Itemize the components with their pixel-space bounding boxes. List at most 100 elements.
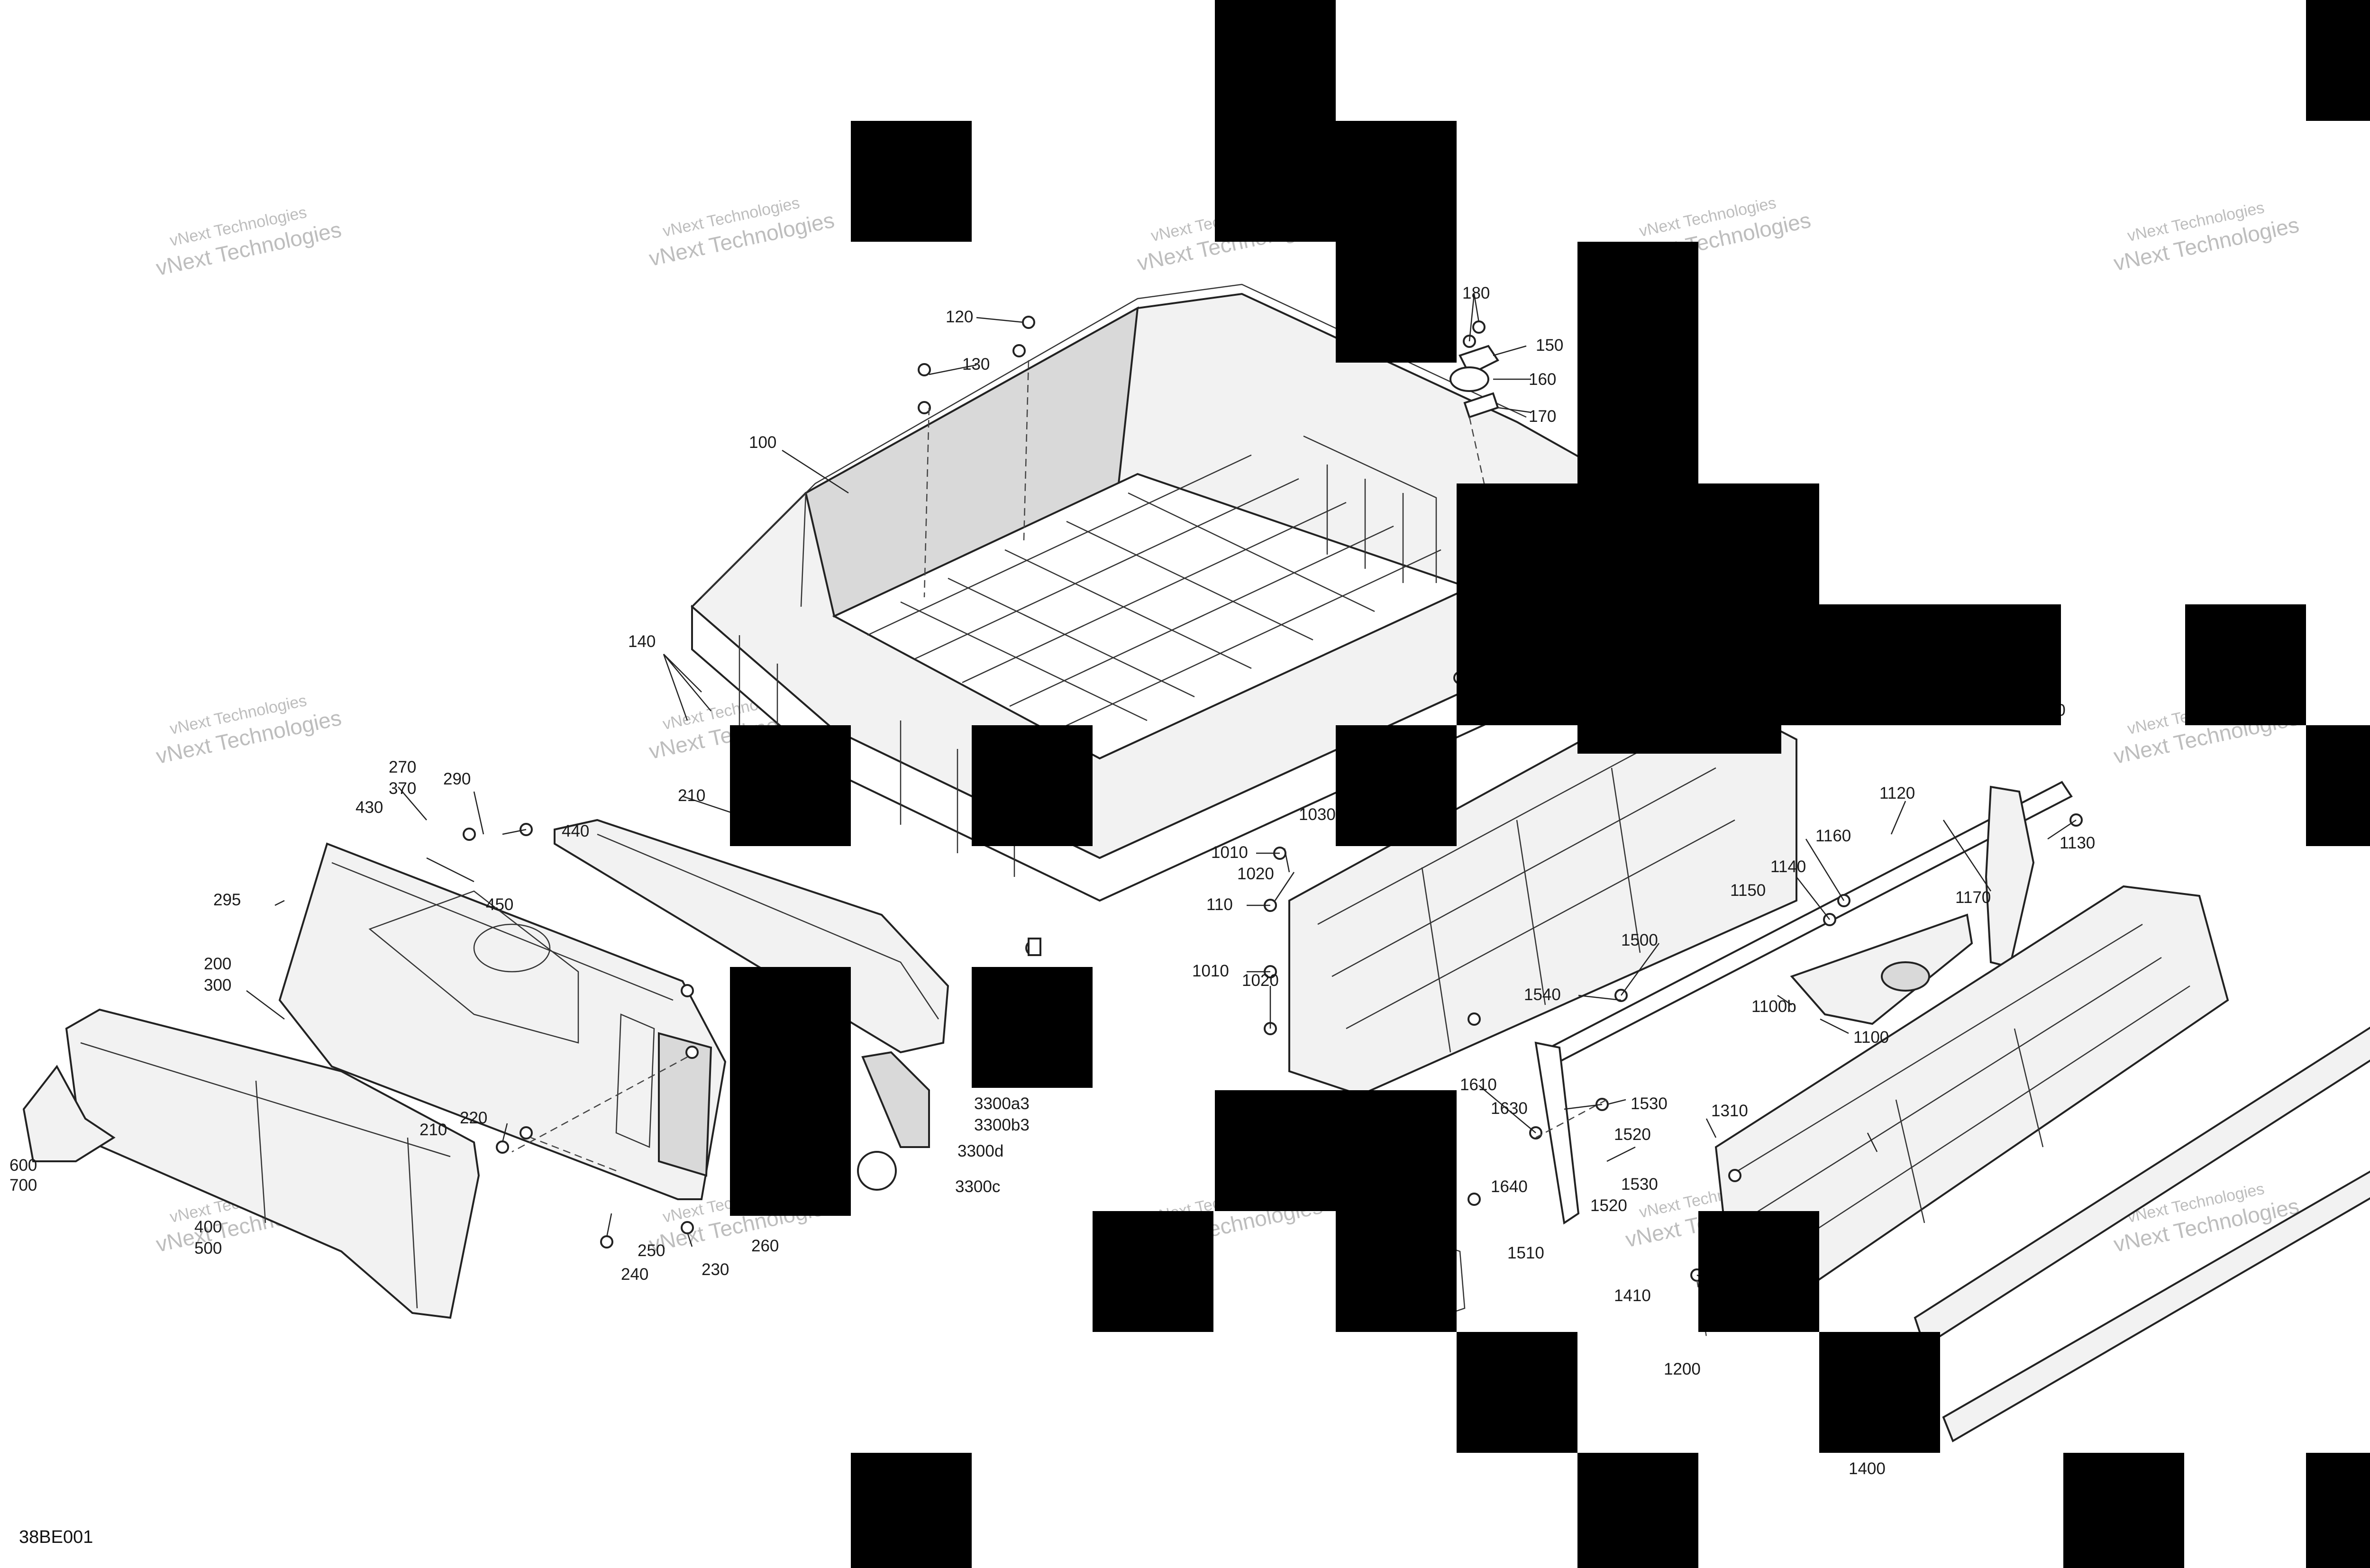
redaction-block (1215, 0, 1336, 242)
callout-700: 700 (9, 1176, 37, 1194)
redaction-block (2306, 725, 2370, 846)
redaction-block (1457, 1332, 1577, 1453)
callout-1530-top: 1530 (1631, 1094, 1668, 1113)
redaction-block (1577, 725, 1781, 754)
callout-1150: 1150 (1730, 881, 1766, 900)
callout-300: 300 (204, 976, 231, 994)
callout-600: 600 (9, 1156, 37, 1175)
guide-lines (511, 360, 1707, 1337)
callout-110: 110 (1206, 895, 1233, 914)
redaction-block (1336, 1211, 1457, 1332)
redaction-block (851, 1453, 972, 1568)
watermark: vNext Technologies vNext Technologies (647, 194, 837, 271)
trim-strip-lower (1942, 1170, 2370, 1442)
callout-200: 200 (204, 955, 231, 973)
redaction-block (2306, 1453, 2370, 1568)
callout-140: 140 (628, 632, 656, 651)
redaction-block (1698, 604, 2061, 725)
callout-500: 500 (194, 1239, 222, 1258)
callout-1100: 1100 (1853, 1028, 1889, 1047)
redaction-block (730, 967, 851, 1216)
callout-1010-top: 1010 (1211, 843, 1248, 862)
callout-1200: 1200 (1664, 1360, 1701, 1378)
redaction-block (1698, 1211, 1819, 1332)
callout-230: 230 (702, 1260, 729, 1279)
callout-250: 250 (638, 1241, 665, 1260)
callout-1160: 1160 (1815, 827, 1851, 845)
callout-1020-bottom: 1020 (1242, 971, 1279, 990)
redaction-blocks (730, 0, 2370, 1568)
callout-1100b: 1100b (1751, 997, 1796, 1016)
callout-1020-top: 1020 (1237, 865, 1274, 883)
callout-1610: 1610 (1460, 1076, 1497, 1094)
redaction-block (1457, 604, 1698, 725)
callout-1130: 1130 (2060, 834, 2095, 852)
callout-1520-top: 1520 (1614, 1125, 1651, 1144)
callout-210-top: 210 (678, 786, 705, 805)
callout-1510: 1510 (1507, 1244, 1544, 1262)
redaction-block (1577, 242, 1698, 483)
callout-3300c: 3300c (955, 1177, 1000, 1196)
callout-290: 290 (443, 770, 471, 788)
callout-100: 100 (749, 433, 776, 452)
callout-430: 430 (356, 798, 383, 817)
callout-400: 400 (194, 1218, 222, 1236)
callout-1640: 1640 (1491, 1177, 1528, 1196)
redaction-block (730, 725, 851, 846)
callout-1400: 1400 (1849, 1459, 1886, 1478)
callout-1120: 1120 (1879, 784, 1915, 802)
callout-180: 180 (1462, 284, 1490, 302)
callout-1410: 1410 (1614, 1286, 1651, 1305)
callout-260: 260 (751, 1237, 779, 1255)
callout-210-bottom: 210 (419, 1121, 447, 1139)
callout-1630: 1630 (1491, 1099, 1528, 1118)
callout-150: 150 (1536, 336, 1563, 355)
diagram-code: 38BE001 (19, 1527, 93, 1547)
redaction-block (2306, 0, 2370, 121)
callout-270: 270 (389, 758, 416, 776)
callout-1500: 1500 (1621, 931, 1658, 949)
rod (1534, 781, 2073, 1225)
callout-3300b3: 3300b3 (974, 1116, 1030, 1134)
redaction-block (2185, 604, 2306, 725)
callout-1010-bottom: 1010 (1192, 962, 1229, 980)
callout-240: 240 (621, 1265, 648, 1284)
small-bracket (22, 1065, 116, 1162)
callout-295: 295 (213, 891, 241, 909)
redaction-block (1457, 483, 1819, 604)
callout-1170: 1170 (1955, 888, 1991, 907)
redaction-block (972, 967, 1093, 1088)
callout-3300d: 3300d (957, 1142, 1003, 1160)
redaction-block (1215, 1090, 1457, 1211)
callout-1520-bottom: 1520 (1590, 1196, 1627, 1215)
callout-1030-mid: 1030 (1299, 805, 1336, 824)
callout-1140: 1140 (1770, 857, 1806, 876)
redaction-block (1577, 1453, 1698, 1568)
callout-370: 370 (389, 779, 416, 798)
redaction-block (851, 121, 972, 242)
callout-130: 130 (962, 355, 990, 374)
redaction-block (1336, 725, 1457, 846)
callout-160: 160 (1529, 370, 1556, 389)
left-panel (278, 842, 727, 1200)
watermark: vNext Technologies vNext Technologies (154, 203, 344, 280)
callout-220: 220 (460, 1109, 487, 1127)
redaction-block (972, 725, 1093, 846)
callout-450: 450 (486, 895, 513, 914)
callout-1540: 1540 (1524, 985, 1561, 1004)
callout-440: 440 (562, 822, 589, 840)
redaction-block (2063, 1453, 2184, 1568)
front-cover (65, 1008, 480, 1319)
redaction-block (1336, 121, 1457, 363)
redaction-block (1093, 1211, 1213, 1332)
handle (1790, 913, 1973, 1025)
callout-120: 120 (946, 308, 973, 326)
callout-3300a3: 3300a3 (974, 1094, 1030, 1113)
redaction-block (1819, 1332, 1940, 1453)
callout-1310: 1310 (1711, 1102, 1748, 1120)
watermark: vNext Technologies vNext Technologies (2112, 199, 2301, 275)
callout-1530-bottom: 1530 (1621, 1175, 1658, 1194)
watermark: vNext Technologies vNext Technologies (154, 692, 344, 768)
callout-170: 170 (1529, 407, 1556, 426)
